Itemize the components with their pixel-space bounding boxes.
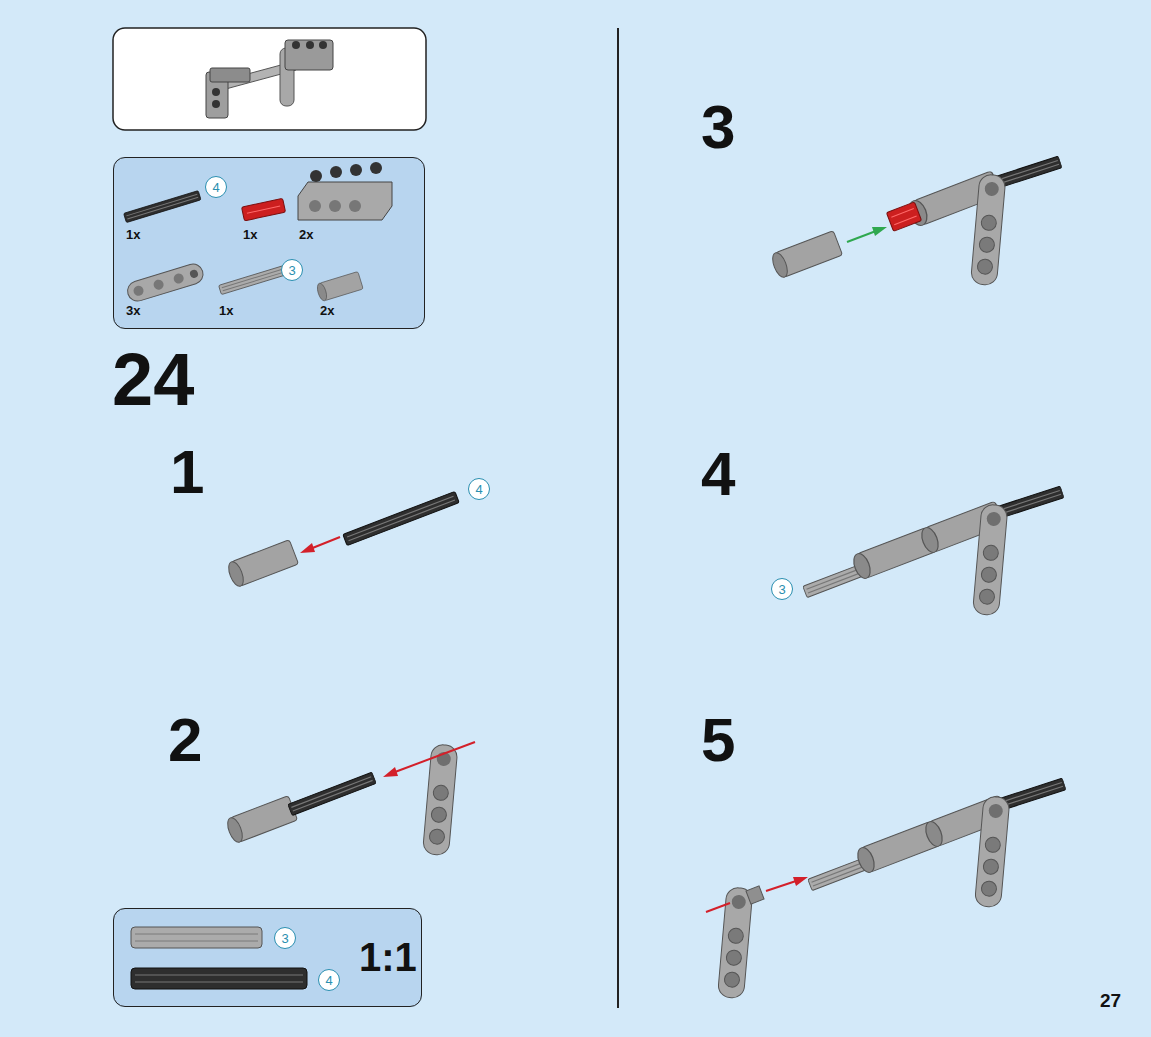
- parts-panel: 1x 1x 2x 3x 1x 2x 4 3: [113, 157, 425, 329]
- step-3-art: [770, 156, 1062, 286]
- callout-number: 4: [205, 176, 227, 198]
- page-divider: [617, 28, 619, 1008]
- step-number: 1: [170, 441, 204, 503]
- callout-text: 3: [778, 583, 785, 596]
- scale-panel-fill: [113, 908, 422, 1007]
- step-number: 3: [701, 96, 735, 158]
- quantity-label: 1x: [219, 304, 233, 317]
- scale-panel: 1:1 3 4: [113, 908, 422, 1007]
- result-box: [113, 28, 426, 130]
- callout-text: 3: [288, 264, 295, 277]
- step-number: 5: [701, 709, 735, 771]
- callout-text: 4: [475, 483, 482, 496]
- quantity-label: 1x: [126, 228, 140, 241]
- callout-text: 3: [281, 932, 288, 945]
- callout-number: 3: [771, 578, 793, 600]
- step-group-number: 24: [112, 343, 194, 417]
- step-4-art: [803, 486, 1064, 616]
- quantity-label: 2x: [299, 228, 313, 241]
- step-number: 2: [168, 709, 202, 771]
- parts-panel-fill: [113, 157, 425, 329]
- quantity-label: 2x: [320, 304, 334, 317]
- page-number: 27: [1100, 991, 1121, 1010]
- parts-art: [124, 162, 392, 304]
- callout-number: 3: [281, 259, 303, 281]
- step-1-art: [226, 491, 459, 588]
- step-2-art: [225, 742, 475, 856]
- callout-number: 3: [274, 927, 296, 949]
- callout-number: 4: [318, 969, 340, 991]
- callout-text: 4: [325, 974, 332, 987]
- step-number: 4: [701, 443, 735, 505]
- scale-label: 1:1: [359, 937, 417, 977]
- quantity-label: 1x: [243, 228, 257, 241]
- callout-number: 4: [468, 478, 490, 500]
- callout-text: 4: [212, 181, 219, 194]
- scale-bars: [131, 927, 307, 989]
- quantity-label: 3x: [126, 304, 140, 317]
- sub-assembly: [206, 40, 333, 118]
- step-5-art: [706, 778, 1066, 999]
